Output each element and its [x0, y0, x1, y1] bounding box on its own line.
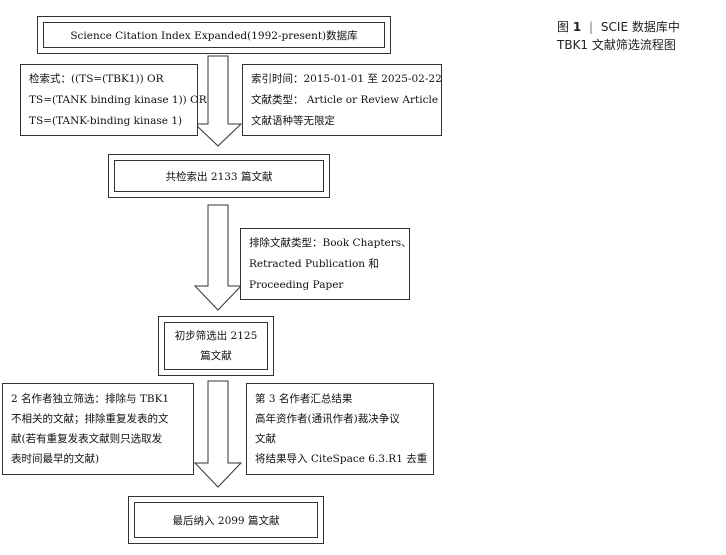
- final-included-box: 最后纳入 2099 篇文献: [128, 496, 324, 544]
- search-query-note: 检索式：((TS=(TBK1)) OR TS=(TANK binding kin…: [20, 64, 207, 136]
- search-scope-line3: 文献语种等无限定: [251, 114, 335, 127]
- caption-line1: 图 1 | SCIE 数据库中: [557, 18, 723, 36]
- search-scope-line1: 索引时间：2015-01-01 至 2025-02-22: [251, 72, 442, 85]
- caption-title-line1: SCIE 数据库中: [600, 20, 680, 34]
- arrow-down-1: [193, 55, 243, 147]
- initial-screen-box: 初步筛选出 2125 篇文献: [158, 316, 274, 376]
- exclusion-line2: Retracted Publication 和: [249, 257, 379, 270]
- initial-screen-line1: 初步筛选出 2125: [174, 330, 258, 342]
- search-query-line3: TS=(TANK-binding kinase 1): [29, 114, 183, 127]
- third-author-line1: 第 3 名作者汇总结果: [255, 393, 353, 405]
- figure-caption: 图 1 | SCIE 数据库中 TBK1 文献筛选流程图: [557, 18, 723, 54]
- independent-screen-line4: 表时间最早的文献): [11, 453, 100, 465]
- final-included-text: 最后纳入 2099 篇文献: [134, 502, 318, 538]
- initial-screen-text: 初步筛选出 2125 篇文献: [164, 322, 268, 370]
- exclusion-line3: Proceeding Paper: [249, 278, 344, 291]
- independent-screen-line2: 不相关的文献；排除重复发表的文: [11, 413, 169, 425]
- search-query-line2: TS=(TANK binding kinase 1)) OR: [29, 93, 207, 106]
- third-author-line3: 文献: [255, 433, 276, 445]
- source-database-text: Science Citation Index Expanded(1992-pre…: [43, 22, 385, 48]
- arrow-down-2: [193, 204, 243, 311]
- exclusion-line1: 排除文献类型：Book Chapters、: [249, 236, 412, 249]
- third-author-note: 第 3 名作者汇总结果 高年资作者(通讯作者)裁决争议 文献 将结果导入 Cit…: [246, 383, 434, 475]
- arrow-down-3: [193, 380, 243, 488]
- caption-title-line2: TBK1 文献筛选流程图: [557, 38, 676, 52]
- search-query-line1: 检索式：((TS=(TBK1)) OR: [29, 72, 164, 85]
- exclusion-note: 排除文献类型：Book Chapters、 Retracted Publicat…: [240, 228, 412, 300]
- search-scope-line2: 文献类型： Article or Review Article: [251, 93, 439, 106]
- third-author-line2: 高年资作者(通讯作者)裁决争议: [255, 413, 400, 425]
- search-scope-note: 索引时间：2015-01-01 至 2025-02-22 文献类型： Artic…: [242, 64, 442, 136]
- caption-figure-label: 图: [557, 20, 570, 34]
- third-author-line4: 将结果导入 CiteSpace 6.3.R1 去重: [255, 453, 428, 465]
- source-database-box: Science Citation Index Expanded(1992-pre…: [37, 16, 391, 54]
- caption-separator: |: [589, 20, 594, 34]
- independent-screen-line1: 2 名作者独立筛选：排除与 TBK1: [11, 393, 170, 405]
- independent-screen-line3: 献(若有重复发表文献则只选取发: [11, 433, 163, 445]
- total-retrieved-text: 共检索出 2133 篇文献: [114, 160, 324, 192]
- initial-screen-line2: 篇文献: [200, 350, 232, 362]
- independent-screen-note: 2 名作者独立筛选：排除与 TBK1 不相关的文献；排除重复发表的文 献(若有重…: [2, 383, 194, 475]
- total-retrieved-box: 共检索出 2133 篇文献: [108, 154, 330, 198]
- caption-figure-number: 1: [572, 20, 582, 34]
